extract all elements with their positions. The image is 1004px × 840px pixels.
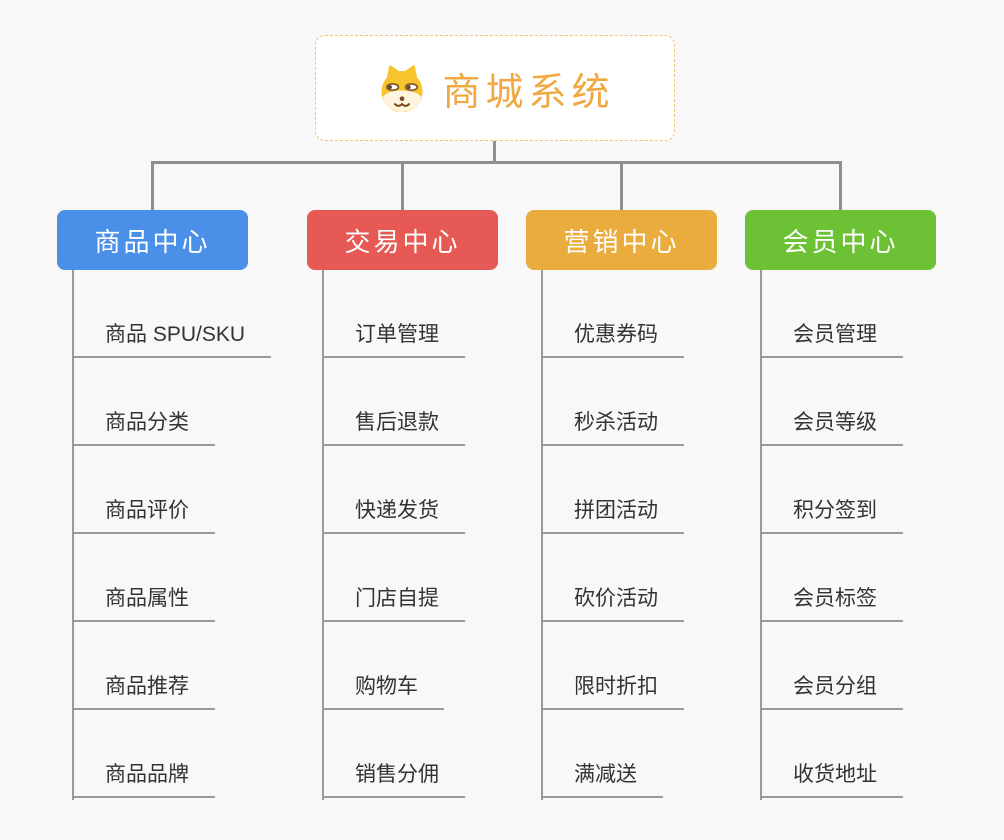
subtopic-item[interactable]: 满减送: [541, 710, 663, 798]
branch-topic-marketing-center[interactable]: 营销中心: [526, 210, 717, 270]
subtopic-item[interactable]: 门店自提: [322, 534, 465, 622]
branch-member-center: 会员中心 会员管理 会员等级 积分签到 会员标签 会员分组 收货地址: [745, 210, 936, 800]
subtopic-item[interactable]: 积分签到: [760, 446, 903, 534]
subtopic-label: 满减送: [574, 763, 637, 786]
subtopic-item[interactable]: 会员等级: [760, 358, 903, 446]
subtopic-item[interactable]: 销售分佣: [322, 710, 465, 798]
subtopic-label: 商品品牌: [105, 763, 189, 786]
branch-rail: [322, 270, 324, 800]
root-topic-label: 商城系统: [442, 71, 615, 114]
subtopic-label: 商品属性: [105, 587, 189, 610]
subtopic-label: 收货地址: [793, 763, 877, 786]
connector-drop-trade: [401, 161, 404, 211]
subtopic-item[interactable]: 秒杀活动: [541, 358, 684, 446]
subtopic-item[interactable]: 商品 SPU/SKU: [72, 270, 272, 358]
subtopic-item[interactable]: 会员管理: [760, 270, 903, 358]
subtopic-label: 秒杀活动: [574, 411, 658, 434]
subtopic-label: 限时折扣: [574, 675, 658, 698]
branch-marketing-center: 营销中心 优惠券码 秒杀活动 拼团活动 砍价活动 限时折扣 满减送: [526, 210, 717, 800]
subtopic-item[interactable]: 售后退款: [322, 358, 465, 446]
branch-topic-trade-center[interactable]: 交易中心: [307, 210, 498, 270]
subtopic-item[interactable]: 商品属性: [72, 534, 215, 622]
connector-horizontal-bar: [151, 161, 842, 164]
subtopic-label: 门店自提: [355, 587, 439, 610]
subtopic-label: 商品推荐: [105, 675, 189, 698]
subtopic-item[interactable]: 砍价活动: [541, 534, 684, 622]
subtopic-label: 售后退款: [355, 411, 439, 434]
subtopic-label: 会员等级: [793, 411, 877, 434]
branch-rail: [760, 270, 762, 800]
subtopic-label: 优惠券码: [574, 323, 658, 346]
connector-drop-member: [839, 161, 842, 211]
subtopic-item[interactable]: 限时折扣: [541, 622, 684, 710]
subtopic-label: 商品评价: [105, 499, 189, 522]
subtopic-label: 商品分类: [105, 411, 189, 434]
connector-drop-product: [151, 161, 154, 211]
subtopic-label: 订单管理: [355, 323, 439, 346]
root-topic[interactable]: 商城系统: [315, 35, 675, 141]
branch-items: 订单管理 售后退款 快递发货 门店自提 购物车 销售分佣: [322, 270, 465, 798]
subtopic-item[interactable]: 商品推荐: [72, 622, 215, 710]
subtopic-label: 会员标签: [793, 587, 877, 610]
subtopic-item[interactable]: 订单管理: [322, 270, 465, 358]
branch-rail: [541, 270, 543, 800]
subtopic-item[interactable]: 优惠券码: [541, 270, 684, 358]
subtopic-label: 会员管理: [793, 323, 877, 346]
subtopic-item[interactable]: 会员标签: [760, 534, 903, 622]
connector-drop-marketing: [620, 161, 623, 211]
subtopic-label: 砍价活动: [574, 587, 658, 610]
subtopic-label: 购物车: [355, 675, 418, 698]
branch-items: 商品 SPU/SKU 商品分类 商品评价 商品属性 商品推荐 商品品牌: [72, 270, 272, 798]
branch-items: 优惠券码 秒杀活动 拼团活动 砍价活动 限时折扣 满减送: [541, 270, 684, 798]
branch-topic-member-center[interactable]: 会员中心: [745, 210, 936, 270]
connector-root-stub: [493, 141, 496, 162]
dog-face-icon: [381, 64, 424, 113]
subtopic-item[interactable]: 收货地址: [760, 710, 903, 798]
subtopic-label: 拼团活动: [574, 499, 658, 522]
subtopic-item[interactable]: 商品分类: [72, 358, 215, 446]
subtopic-item[interactable]: 拼团活动: [541, 446, 684, 534]
subtopic-item[interactable]: 商品评价: [72, 446, 215, 534]
subtopic-label: 积分签到: [793, 499, 877, 522]
branch-topic-product-center[interactable]: 商品中心: [57, 210, 248, 270]
subtopic-item[interactable]: 会员分组: [760, 622, 903, 710]
branch-items: 会员管理 会员等级 积分签到 会员标签 会员分组 收货地址: [760, 270, 903, 798]
branch-rail: [72, 270, 74, 800]
subtopic-item[interactable]: 购物车: [322, 622, 444, 710]
branch-trade-center: 交易中心 订单管理 售后退款 快递发货 门店自提 购物车 销售分佣: [307, 210, 498, 800]
subtopic-item[interactable]: 快递发货: [322, 446, 465, 534]
subtopic-item[interactable]: 商品品牌: [72, 710, 215, 798]
subtopic-label: 销售分佣: [355, 763, 439, 786]
subtopic-label: 会员分组: [793, 675, 877, 698]
branch-product-center: 商品中心 商品 SPU/SKU 商品分类 商品评价 商品属性 商品推荐 商品品牌: [57, 210, 272, 800]
subtopic-label: 商品 SPU/SKU: [105, 323, 246, 346]
subtopic-label: 快递发货: [355, 499, 439, 522]
